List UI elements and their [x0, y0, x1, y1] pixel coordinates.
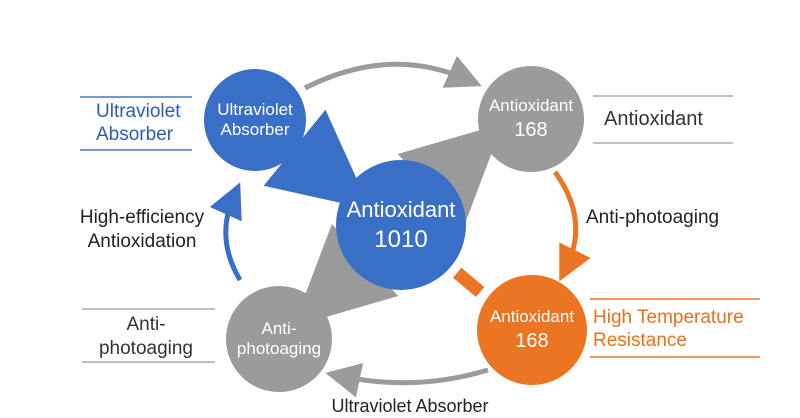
side-label-antioxidant: Antioxidant [604, 108, 703, 131]
node-label-line1: Anti- [261, 319, 297, 339]
edge-label-line2: Antioxidation [87, 230, 197, 252]
side-label-ultraviolet-absorber: Ultraviolet Absorber [96, 101, 180, 147]
side-label-line2: Resistance [593, 329, 687, 351]
side-label-line2: Absorber [96, 123, 174, 145]
spoke-top-right-arrow [397, 123, 503, 226]
side-label-line2: photoaging [98, 337, 194, 359]
node-label-line1: Antioxidant [488, 96, 574, 116]
node-anti-photoaging: Anti- photoaging [226, 286, 332, 392]
side-label-anti-photoaging: Anti- photoaging [84, 313, 208, 361]
spoke-bottom-left-arrow [293, 224, 399, 327]
node-label-line1: Antioxidant [489, 307, 575, 327]
arc-top-arrow [303, 55, 482, 91]
edge-label-anti-photoaging: Anti-photoaging [586, 207, 720, 228]
side-label-line1: High Temperature [593, 307, 744, 328]
spoke-top-left-arrow [263, 109, 371, 210]
spoke-bottom-right-bar [453, 267, 485, 298]
node-label-line1: Antioxidant [346, 196, 456, 222]
node-antioxidant-168-top: Antioxidant 168 [478, 66, 584, 172]
node-label-line2: photoaging [236, 339, 322, 358]
node-ultraviolet-absorber: Ultraviolet Absorber [204, 69, 306, 171]
edge-label-ultraviolet-absorber: Ultraviolet Absorber [331, 396, 489, 416]
node-label-line1: Ultraviolet [217, 100, 293, 120]
side-label-line1: Anti- [126, 314, 166, 335]
arc-bottom-arrow [325, 363, 489, 398]
node-label-line2: 168 [515, 329, 549, 352]
side-label-line1: Antioxidant [604, 108, 703, 130]
arc-left-arrow [209, 182, 243, 282]
node-antioxidant-168-bottom: Antioxidant 168 [477, 275, 587, 385]
node-antioxidant-1010: Antioxidant 1010 [336, 160, 466, 290]
arc-right-arrow [552, 170, 591, 282]
side-label-line1: Ultraviolet [96, 101, 181, 122]
edge-label-high-efficiency-antioxidation: High-efficiency Antioxidation [56, 206, 228, 254]
edge-label-line1: High-efficiency [79, 207, 205, 228]
side-label-high-temperature-resistance: High Temperature Resistance [593, 307, 744, 353]
node-label-line2: 168 [514, 118, 548, 141]
node-label-line2: 1010 [374, 225, 428, 253]
node-label-line2: Absorber [220, 120, 290, 139]
